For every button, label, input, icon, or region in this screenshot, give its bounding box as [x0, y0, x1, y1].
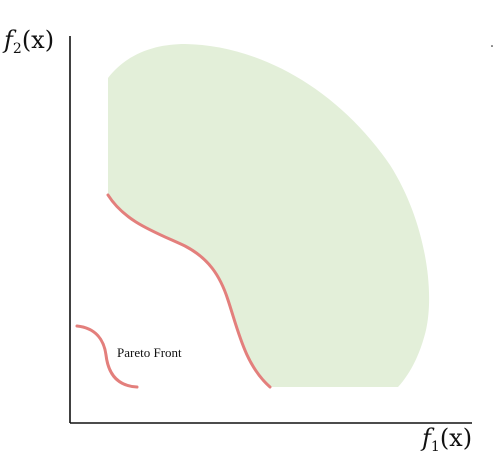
legend-swatch-curve [75, 324, 139, 389]
corner-dot [491, 45, 493, 47]
y-axis-label: f2(x) [2, 26, 54, 57]
legend-label: Pareto Front [117, 345, 182, 360]
pareto-front-curve [106, 193, 272, 389]
feasible-region [108, 44, 430, 387]
legend: Pareto Front [75, 324, 182, 389]
x-axis-label: f1(x) [420, 424, 472, 455]
